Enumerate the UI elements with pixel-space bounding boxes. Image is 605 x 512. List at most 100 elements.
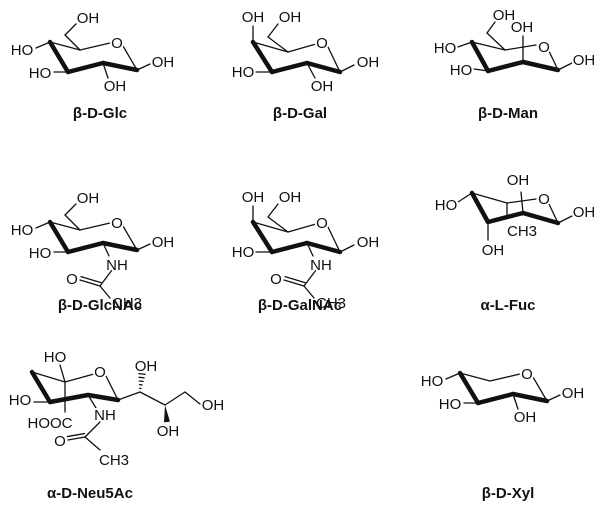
- atom-label: HO: [11, 42, 34, 59]
- bond: [547, 201, 559, 224]
- bold-bond: [65, 240, 106, 255]
- bold-bond: [47, 219, 71, 255]
- atom-label: OH: [242, 189, 265, 206]
- molecule-name: β-D-GlcNAc: [58, 297, 142, 314]
- bond: [136, 63, 151, 71]
- atom-label: HO: [232, 64, 255, 81]
- atom-label: OH: [507, 172, 530, 189]
- atom-label: OH: [357, 234, 380, 251]
- atom-label: CH3: [99, 452, 129, 469]
- atom-label: O: [270, 271, 282, 288]
- atom-label: O: [316, 215, 328, 232]
- bond: [64, 34, 81, 51]
- atom-label: HO: [421, 373, 444, 390]
- bond: [122, 45, 138, 71]
- atom-label: HO: [9, 392, 32, 409]
- bond: [164, 391, 186, 406]
- bond: [532, 376, 548, 402]
- bond: [457, 41, 473, 48]
- atom-label: OH: [77, 10, 100, 27]
- bond: [267, 36, 289, 53]
- atom-label: O: [94, 364, 106, 381]
- molecule-name: β-D-Gal: [273, 105, 327, 122]
- bold-bond: [269, 240, 310, 255]
- bold-bond: [100, 240, 140, 253]
- atom-label: OH: [242, 9, 265, 26]
- bond: [122, 225, 138, 251]
- bond: [252, 221, 289, 233]
- atom-label: OH: [511, 19, 534, 36]
- bold-bond: [47, 392, 91, 405]
- bold-bond: [29, 369, 53, 405]
- atom-label: OH: [573, 204, 596, 221]
- atom-label: OH: [514, 409, 537, 426]
- bond: [267, 203, 279, 218]
- bond: [504, 44, 537, 51]
- bond: [64, 214, 81, 231]
- atom-label: NH: [94, 407, 116, 424]
- bold-bond: [485, 59, 526, 74]
- atom-label: O: [66, 271, 78, 288]
- bond: [303, 269, 317, 287]
- bold-bond: [520, 59, 561, 73]
- bond: [287, 43, 317, 53]
- bond: [557, 62, 573, 71]
- atom-label: HO: [439, 396, 462, 413]
- bond: [49, 41, 81, 51]
- double-bond: [283, 275, 306, 287]
- bond: [546, 394, 561, 402]
- bond: [267, 216, 289, 233]
- bond: [445, 372, 461, 380]
- bold-bond: [469, 190, 491, 225]
- bond: [471, 192, 508, 204]
- atom-label: OH: [104, 78, 127, 95]
- bold-bond: [457, 370, 481, 406]
- hashed-bond: [138, 372, 146, 390]
- bond: [486, 21, 496, 34]
- bond: [59, 364, 66, 383]
- bold-bond: [469, 39, 491, 74]
- molecule-name: α-D-Neu5Ac: [47, 485, 133, 502]
- atom-label: HO: [434, 40, 457, 57]
- bond: [520, 191, 524, 214]
- atom-label: OH: [493, 7, 516, 24]
- atom-label: OH: [279, 9, 302, 26]
- bond: [99, 269, 113, 287]
- bond: [84, 436, 101, 451]
- bond: [136, 243, 151, 251]
- bond: [486, 32, 506, 51]
- bond: [64, 23, 77, 36]
- bond: [87, 394, 97, 409]
- bond: [287, 223, 317, 233]
- atom-label: O: [54, 433, 66, 450]
- atom-label: O: [538, 39, 550, 56]
- atom-label: NH: [310, 257, 332, 274]
- atom-label: OH: [157, 423, 180, 440]
- bond: [306, 62, 316, 79]
- bold-bond: [250, 219, 275, 255]
- bond: [117, 391, 141, 401]
- bond: [339, 244, 355, 253]
- atom-label: HO: [29, 65, 52, 82]
- bond: [35, 221, 51, 229]
- molecule-name: β-D-Glc: [73, 105, 127, 122]
- bond: [457, 192, 473, 203]
- bond: [64, 373, 95, 383]
- bond: [184, 391, 201, 405]
- bond: [512, 393, 519, 410]
- bond: [252, 41, 289, 53]
- bond: [306, 242, 314, 257]
- molecule-name: β-D-GalNAc: [258, 297, 342, 314]
- atom-label: OH: [482, 242, 505, 259]
- bond: [79, 222, 111, 231]
- bold-bond: [250, 39, 275, 75]
- atom-label: HO: [29, 245, 52, 262]
- atom-label: HO: [11, 222, 34, 239]
